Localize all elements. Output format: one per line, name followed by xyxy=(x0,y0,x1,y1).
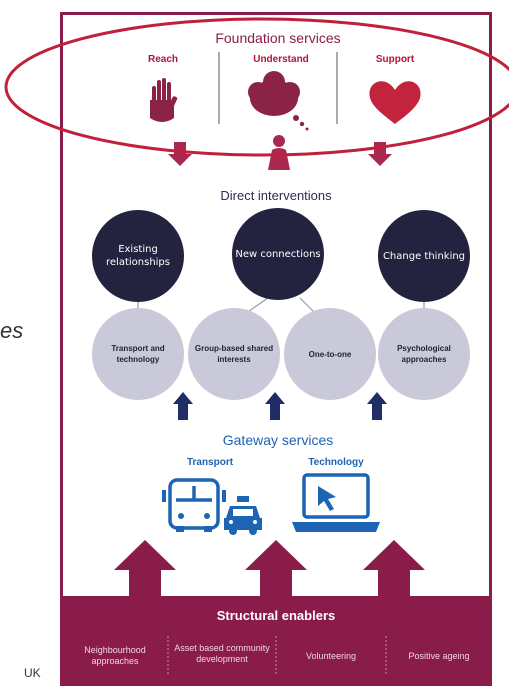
circle-new-connections: New connections xyxy=(232,208,324,300)
cropped-side-text: es xyxy=(0,318,24,343)
circle-psychological-approaches: Psychological approaches xyxy=(378,308,470,400)
heart-icon xyxy=(369,81,421,124)
enabler-positive-ageing: Positive ageing xyxy=(390,636,488,676)
gateway-technology-label: Technology xyxy=(308,457,364,468)
up-arrow-3 xyxy=(367,392,387,420)
one-to-one-label: One-to-one xyxy=(308,349,352,359)
up-arrow-2 xyxy=(265,392,285,420)
foundation-item-understand: Understand xyxy=(253,54,309,65)
bus-icon xyxy=(168,478,220,530)
connector-lines xyxy=(137,297,425,321)
down-arrow-left xyxy=(168,142,192,166)
hand-icon xyxy=(150,78,178,122)
foundation-dividers xyxy=(218,52,338,124)
enabler-label: Positive ageing xyxy=(408,650,470,661)
enabler-label: Volunteering xyxy=(305,650,357,661)
cropped-footer-text: UK xyxy=(24,666,41,680)
person-icon xyxy=(268,135,290,170)
transport-and-technology-label: Transport and technology xyxy=(111,344,165,364)
enabler-neighbourhood-approaches: Neighbourhood approaches xyxy=(66,636,164,676)
cursor-icon xyxy=(318,486,336,511)
structural-enablers-title: Structural enablers xyxy=(216,608,336,623)
gateway-transport-label: Transport xyxy=(186,457,234,468)
structural-arrows xyxy=(114,540,425,600)
psychological-approaches-label: Psychological approaches xyxy=(397,344,451,364)
existing-relationships-label: Existing relationships xyxy=(106,244,170,268)
foundation-highlight-ellipse xyxy=(4,17,509,157)
structural-arrow-left xyxy=(114,540,176,600)
circle-transport-and-technology: Transport and technology xyxy=(92,308,184,400)
circle-group-based-shared-interests: Group-based shared interests xyxy=(188,308,280,400)
laptop-icon xyxy=(292,473,380,532)
gateway-services-title: Gateway services xyxy=(222,432,334,448)
enabler-label: Neighbourhood approaches xyxy=(84,645,146,666)
circle-existing-relationships: Existing relationships xyxy=(92,210,184,302)
structural-arrow-right xyxy=(363,540,425,600)
enabler-label: Asset based community development xyxy=(174,643,270,664)
taxi-window xyxy=(229,509,257,524)
foundation-services-title: Foundation services xyxy=(215,30,341,46)
structural-arrow-middle xyxy=(245,540,307,600)
bus-details xyxy=(162,490,226,532)
foundation-item-support: Support xyxy=(375,54,415,65)
direct-interventions-title: Direct interventions xyxy=(220,188,332,203)
foundation-item-reach: Reach xyxy=(147,54,178,65)
circle-change-thinking: Change thinking xyxy=(378,210,470,302)
enabler-volunteering: Volunteering xyxy=(280,636,382,676)
thought-cloud-icon xyxy=(248,71,309,131)
circle-one-to-one: One-to-one xyxy=(284,308,376,400)
change-thinking-label: Change thinking xyxy=(382,250,466,262)
up-arrow-1 xyxy=(173,392,193,420)
new-connections-label: New connections xyxy=(235,248,321,260)
gateway-up-arrows xyxy=(173,392,387,420)
group-based-shared-interests-label: Group-based shared interests xyxy=(194,344,274,364)
enabler-asset-based-community-development: Asset based community development xyxy=(172,632,272,676)
enabler-dividers xyxy=(167,636,387,676)
